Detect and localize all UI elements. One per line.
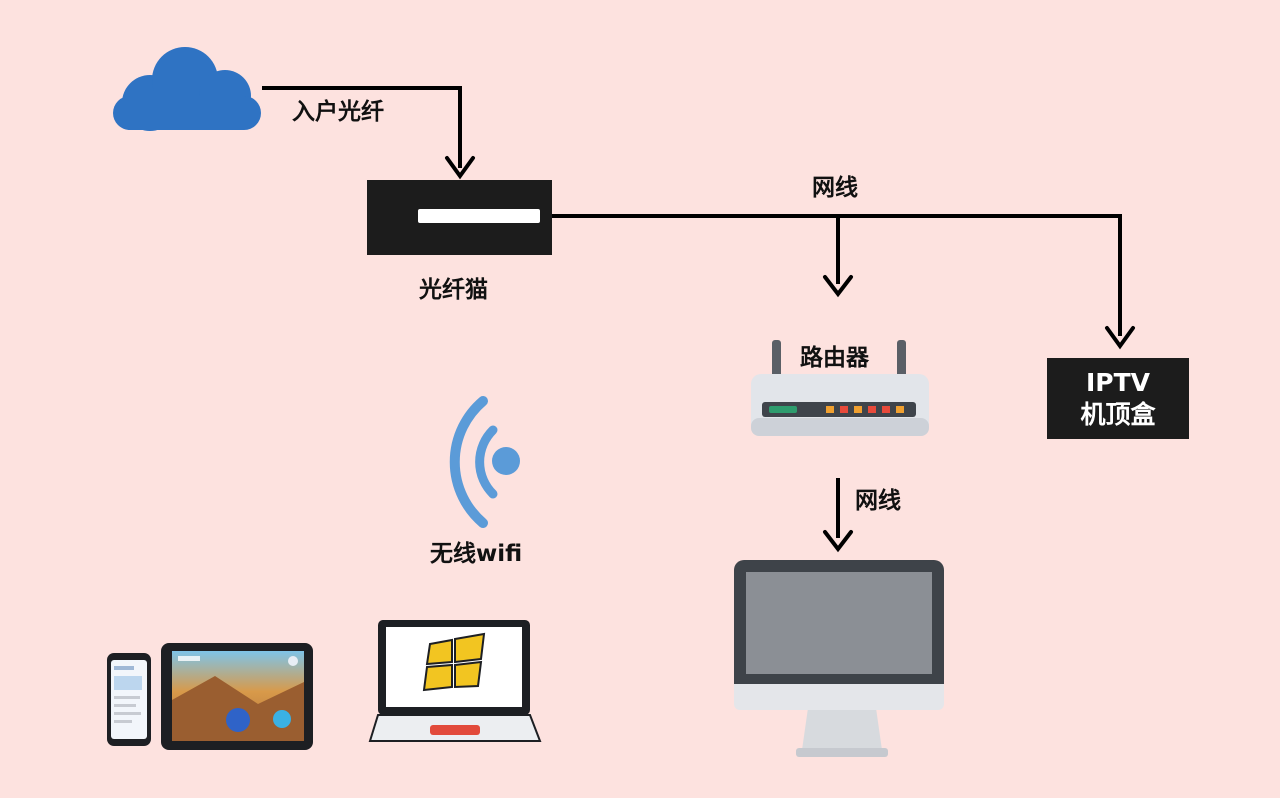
modem-label: 光纤猫 (419, 277, 488, 303)
monitor-arrow-icon (823, 530, 853, 553)
iptv-title: IPTV (1085, 368, 1151, 398)
arrow-heads (445, 156, 1135, 553)
connection-lines (262, 86, 1122, 538)
router-label: 路由器 (800, 345, 869, 371)
wifi-label: 无线wifi (430, 541, 523, 567)
modem-to-iptv-line (552, 214, 1122, 336)
iptv-arrow-icon (1105, 326, 1135, 350)
router-icon (751, 340, 929, 436)
laptop-icon (368, 620, 542, 742)
router-arrow-icon (823, 275, 853, 298)
tablet-icon (161, 643, 313, 750)
fiber-modem-icon (367, 180, 552, 255)
cloud-icon (113, 47, 261, 131)
iptv-set-top-box: IPTV 机顶盒 (1047, 358, 1189, 439)
iptv-subtitle: 机顶盒 (1080, 399, 1156, 429)
phone-icon (107, 653, 151, 746)
fiber-in-label: 入户光纤 (292, 99, 384, 125)
fiber-arrow-icon (445, 156, 475, 180)
windows-logo-icon (422, 632, 486, 692)
network-cable-label-top: 网线 (812, 175, 858, 201)
wifi-icon (449, 396, 520, 528)
monitor-icon (734, 560, 944, 757)
fiber-line (262, 86, 462, 168)
network-cable-label-bottom: 网线 (855, 488, 901, 514)
